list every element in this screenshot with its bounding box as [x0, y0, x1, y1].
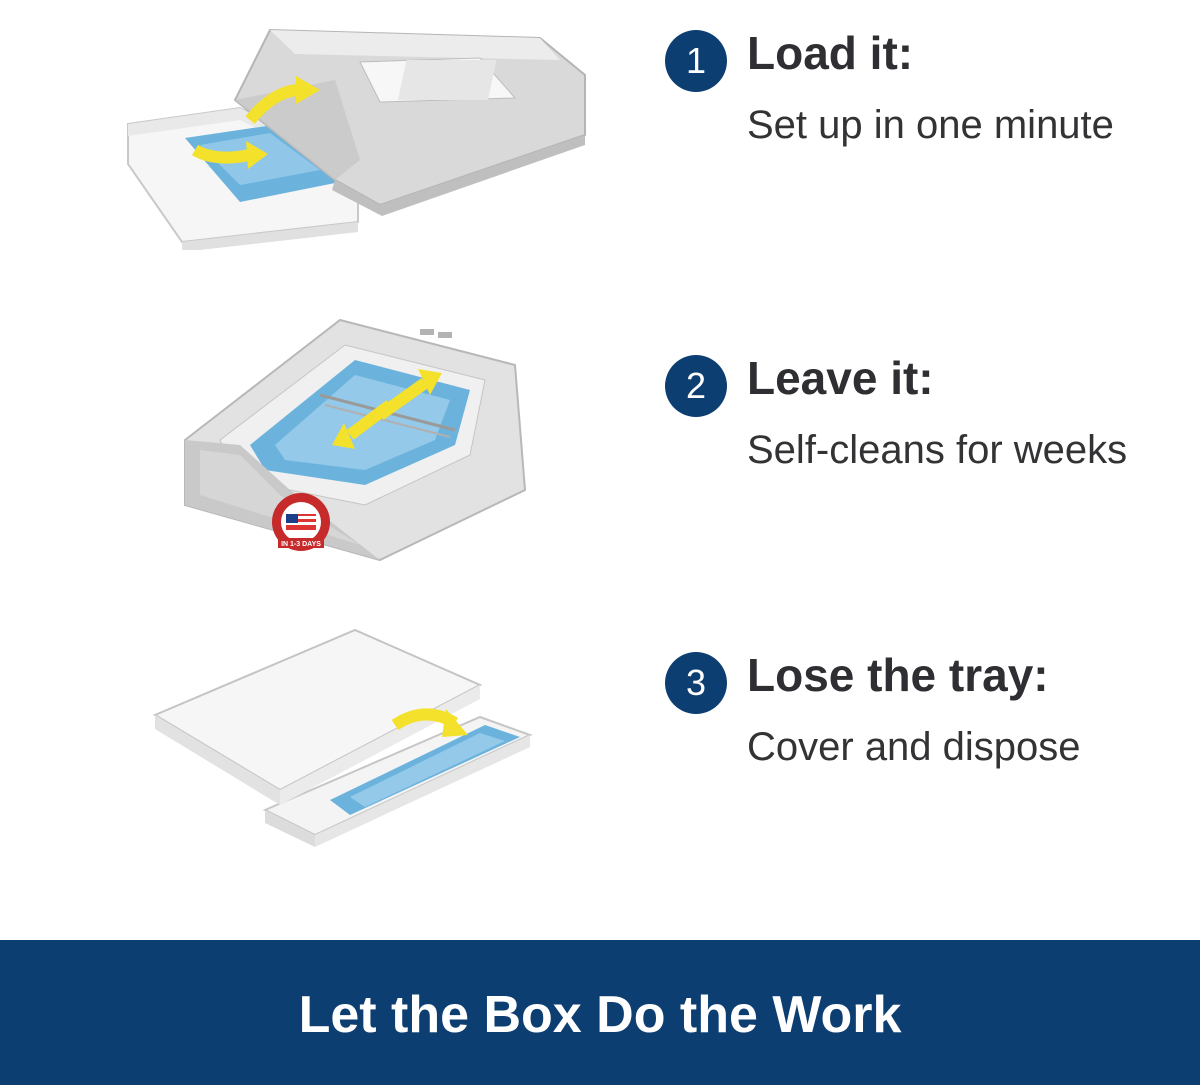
step-number-badge: 3 [665, 652, 727, 714]
step-title: Lose the tray: [747, 649, 1049, 701]
footer-banner: Let the Box Do the Work [0, 940, 1200, 1085]
step-title: Load it: [747, 27, 914, 79]
step-number-badge: 1 [665, 30, 727, 92]
banner-headline: Let the Box Do the Work [298, 986, 902, 1044]
step-number-badge: 2 [665, 355, 727, 417]
free-ship-seal: IN 1-3 DAYS [262, 492, 340, 556]
self-cleaning-box-image [180, 315, 540, 565]
svg-text:IN 1-3 DAYS: IN 1-3 DAYS [281, 541, 321, 548]
step-description: Self-cleans for weeks [747, 428, 1128, 472]
litter-box-loading-image [120, 20, 590, 252]
disposable-tray-image [150, 625, 535, 855]
step-title: Leave it: [747, 352, 934, 404]
step-description: Set up in one minute [747, 103, 1114, 147]
step-description: Cover and dispose [747, 725, 1081, 769]
